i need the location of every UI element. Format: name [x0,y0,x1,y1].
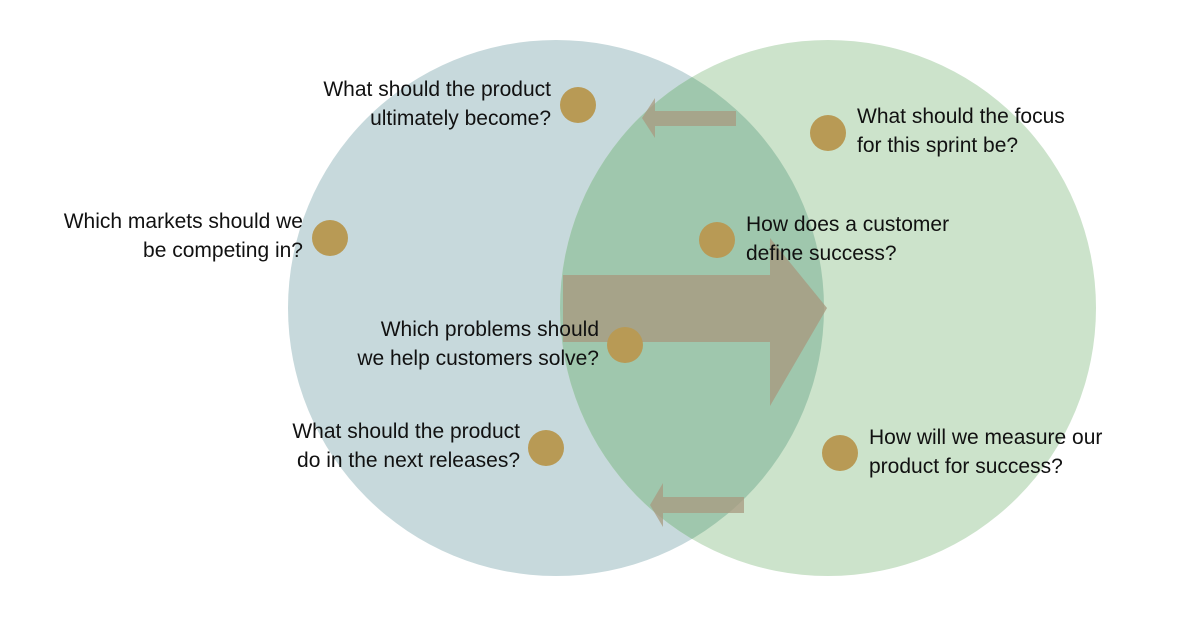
dot-q2 [312,220,348,256]
question-customer-problems: Which problems should we help customers … [357,315,599,373]
dot-q1 [560,87,596,123]
question-line: What should the product [323,78,551,101]
question-line: for this sprint be? [857,134,1019,157]
question-line: How does a customer [746,213,950,236]
dot-q6 [699,222,735,258]
question-line: ultimately become? [370,107,551,130]
dot-q7 [822,435,858,471]
question-line: Which problems should [380,318,599,341]
question-product-vision: What should the product ultimately becom… [323,75,551,133]
center-right-arrow [563,238,827,406]
dot-q5 [810,115,846,151]
question-markets: Which markets should we be competing in? [64,207,303,265]
top-left-arrow [642,98,736,138]
question-line: What should the focus [857,105,1065,128]
question-next-releases: What should the product do in the next r… [292,417,520,475]
dot-q4 [528,430,564,466]
question-measure-success: How will we measure our product for succ… [869,423,1102,481]
bottom-left-arrow [650,483,744,527]
question-line: How will we measure our [869,426,1103,449]
dot-q3 [607,327,643,363]
question-line: Which markets should we [63,210,303,233]
question-line: product for success? [869,455,1063,478]
question-line: What should the product [292,420,520,443]
overlap-region [560,40,824,576]
question-sprint-focus: What should the focus for this sprint be… [857,102,1065,160]
question-line: we help customers solve? [357,347,599,370]
question-line: define success? [746,242,897,265]
question-line: do in the next releases? [297,449,520,472]
question-line: be competing in? [143,239,303,262]
question-customer-success: How does a customer define success? [746,210,949,268]
